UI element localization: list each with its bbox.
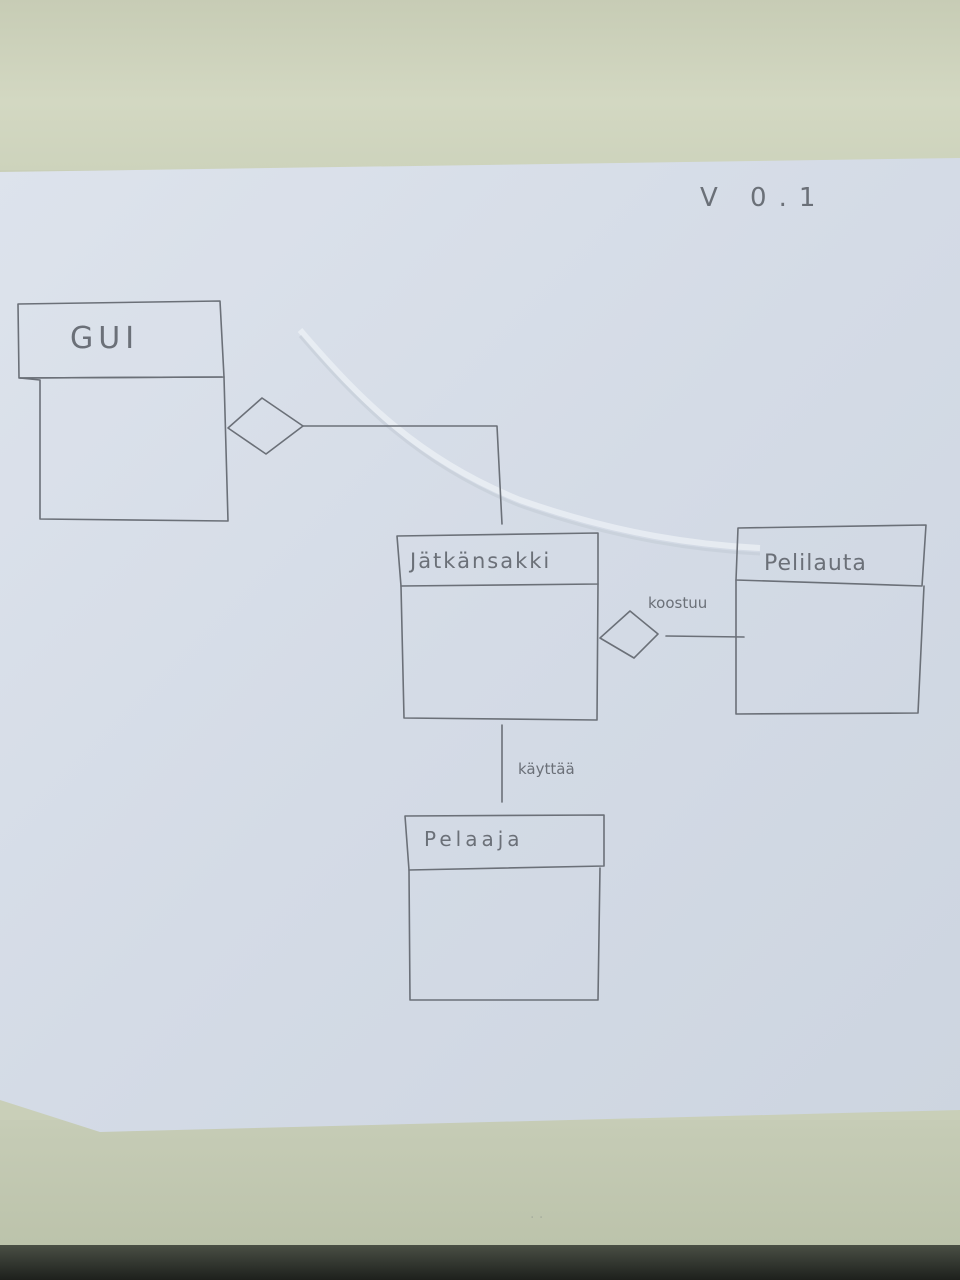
class-name-gui: GUI: [70, 321, 139, 356]
class-name-pelilauta: Pelilauta: [764, 551, 867, 576]
table-pencil-smudge: · ·: [530, 1210, 543, 1226]
table-edge-shadow: [0, 1245, 960, 1280]
table-surface-bottom: [0, 1120, 960, 1245]
version-label: V 0.1: [700, 183, 827, 213]
class-box-jatkansakki: [396, 532, 599, 721]
class-box-gui: [17, 300, 229, 522]
relation-label-kayttaa: käyttää: [518, 760, 575, 778]
aggregation-jatkansakki-pelilauta: [599, 610, 745, 659]
class-box-pelaaja: [404, 814, 605, 1001]
class-name-jatkansakki: Jätkänsakki: [408, 549, 551, 573]
paper-fold-crease: [297, 328, 761, 551]
relation-label-koostuu: koostuu: [648, 594, 707, 612]
class-box-pelilauta: [735, 524, 927, 715]
table-surface-top: [0, 0, 960, 170]
paper-sheet: [0, 158, 960, 1132]
paper-fold-shadow: [298, 335, 761, 556]
class-name-pelaaja: Pelaaja: [424, 827, 524, 851]
aggregation-gui-jatkansakki: [227, 397, 503, 525]
